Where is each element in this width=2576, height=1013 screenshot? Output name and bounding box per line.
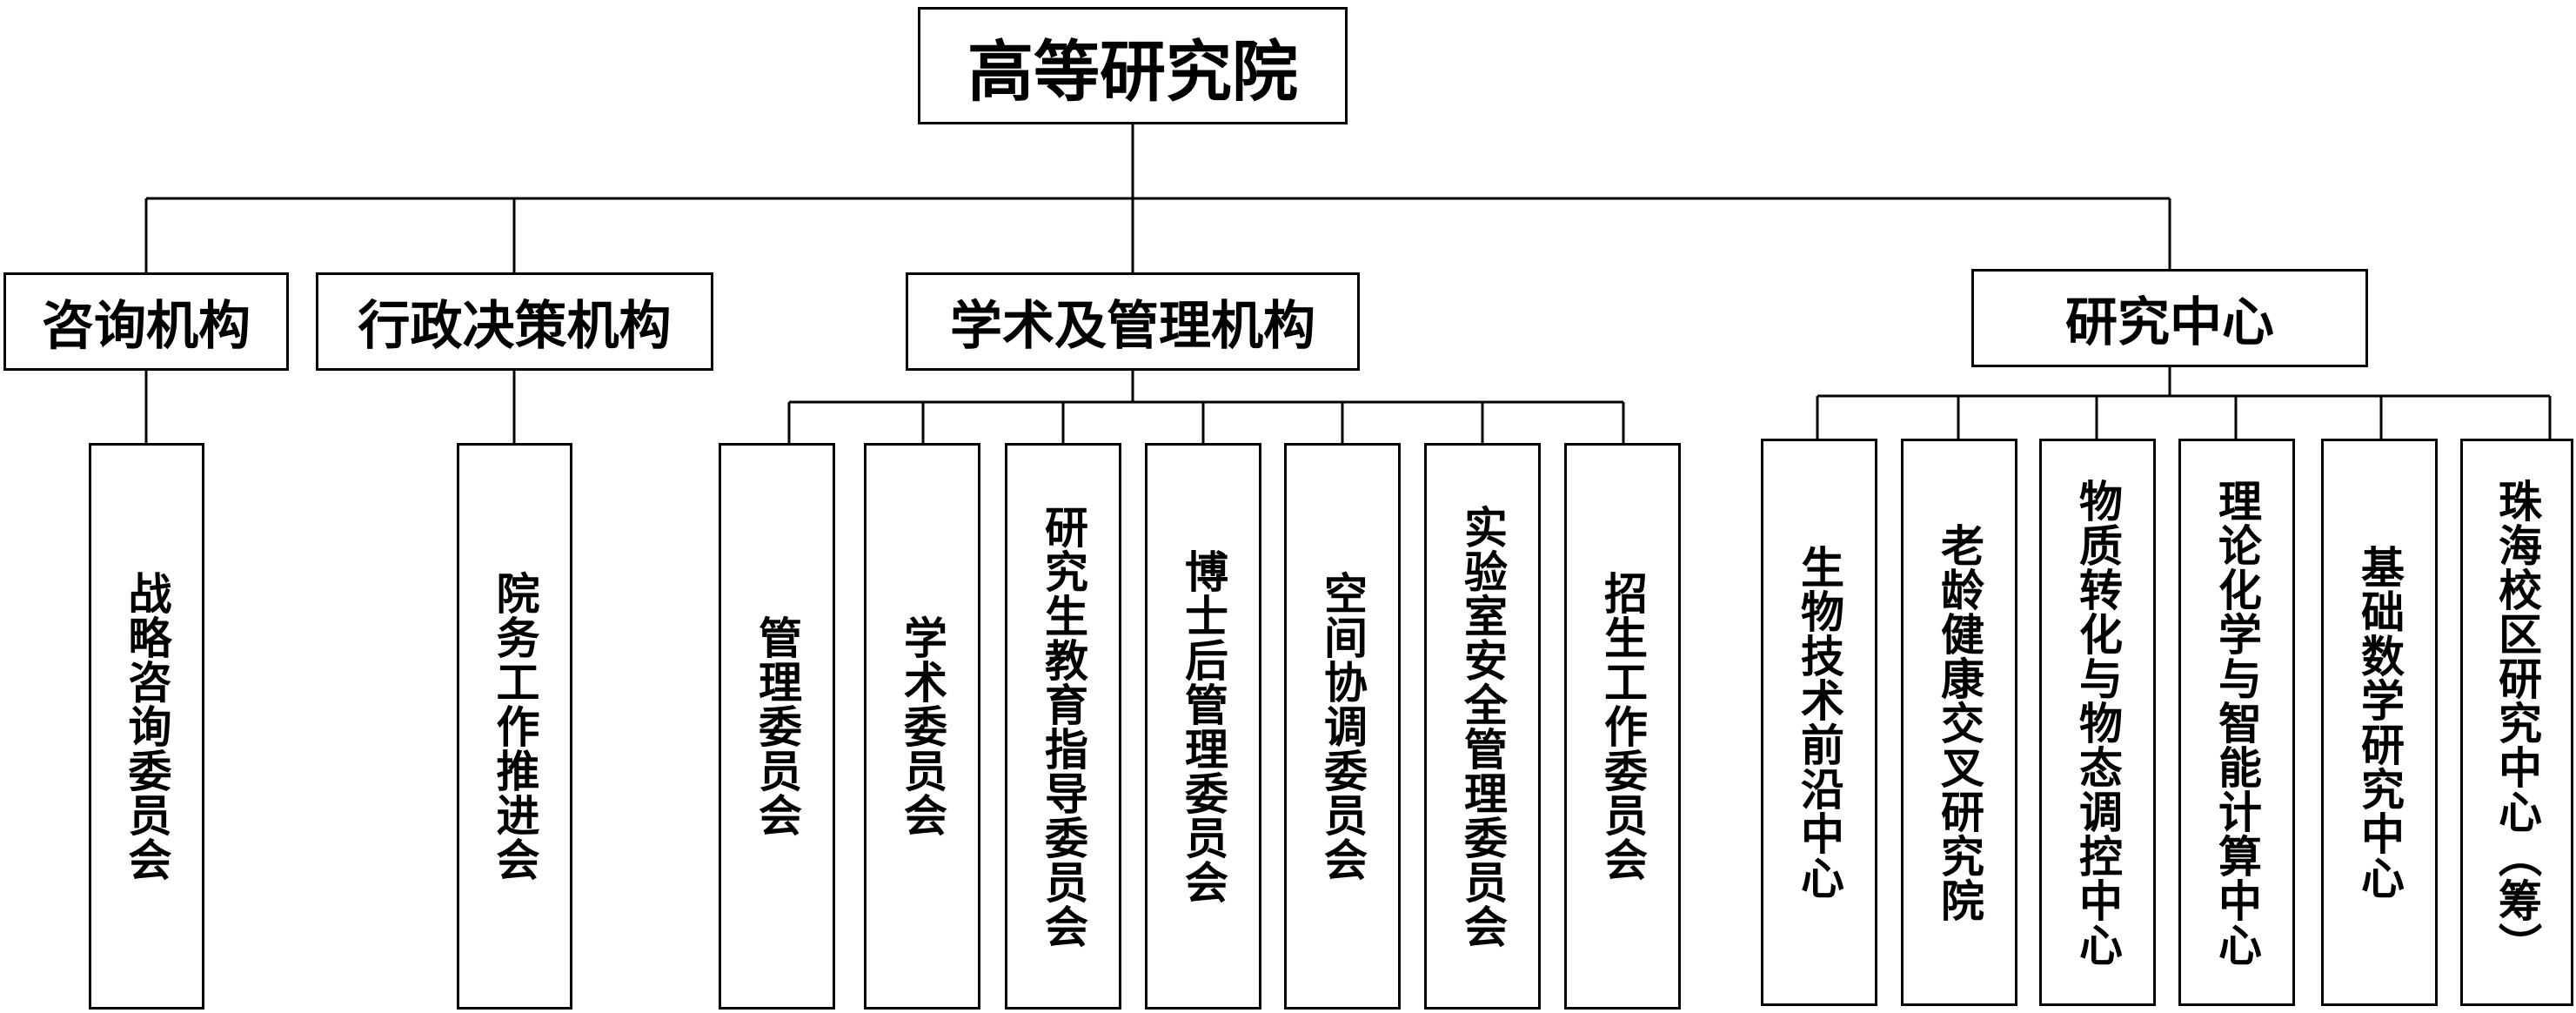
child-node: 物质转化与物态调控中心 <box>2039 439 2156 1006</box>
child-label: 研究生教育指导委员会 <box>1038 504 1088 949</box>
group-research-centers-label: 研究中心 <box>2065 292 2274 353</box>
child-label: 院务工作推进会 <box>489 571 540 882</box>
child-label: 生物技术前沿中心 <box>1794 545 1844 900</box>
child-node: 研究生教育指导委员会 <box>1005 443 1121 1010</box>
child-label: 老龄健康交叉研究院 <box>1934 522 1984 922</box>
child-node: 生物技术前沿中心 <box>1761 439 1877 1006</box>
group-advisory: 咨询机构 <box>3 272 289 371</box>
child-label: 珠海校区研究中心（筹） <box>2492 478 2542 967</box>
child-node: 老龄健康交叉研究院 <box>1901 439 2017 1006</box>
child-label: 战略咨询委员会 <box>121 571 172 882</box>
child-label: 理论化学与智能计算中心 <box>2211 478 2262 967</box>
child-label: 管理委员会 <box>752 615 802 837</box>
child-label: 基础数学研究中心 <box>2354 545 2405 900</box>
group-academic-label: 学术及管理机构 <box>950 296 1315 357</box>
child-label: 招生工作委员会 <box>1597 571 1648 882</box>
child-node: 博士后管理委员会 <box>1145 443 1261 1010</box>
child-node: 战略咨询委员会 <box>89 443 204 1010</box>
child-node: 空间协调委员会 <box>1284 443 1401 1010</box>
child-label: 空间协调委员会 <box>1317 571 1368 882</box>
root-label: 高等研究院 <box>967 32 1298 111</box>
group-academic: 学术及管理机构 <box>906 272 1360 371</box>
child-node: 学术委员会 <box>864 443 980 1010</box>
child-label: 实验室安全管理委员会 <box>1457 504 1508 949</box>
child-node: 管理委员会 <box>719 443 835 1010</box>
child-node: 理论化学与智能计算中心 <box>2178 439 2295 1006</box>
group-administrative: 行政决策机构 <box>316 272 713 371</box>
child-node: 珠海校区研究中心（筹） <box>2460 439 2573 1006</box>
group-administrative-label: 行政决策机构 <box>358 296 672 357</box>
child-label: 博士后管理委员会 <box>1178 548 1228 904</box>
child-label: 物质转化与物态调控中心 <box>2072 478 2123 967</box>
child-node: 基础数学研究中心 <box>2321 439 2438 1006</box>
child-label: 学术委员会 <box>897 615 947 837</box>
group-advisory-label: 咨询机构 <box>42 296 251 357</box>
group-research-centers: 研究中心 <box>1971 269 2368 367</box>
root-node: 高等研究院 <box>918 7 1348 124</box>
child-node: 实验室安全管理委员会 <box>1424 443 1541 1010</box>
child-node: 院务工作推进会 <box>457 443 572 1010</box>
child-node: 招生工作委员会 <box>1564 443 1681 1010</box>
